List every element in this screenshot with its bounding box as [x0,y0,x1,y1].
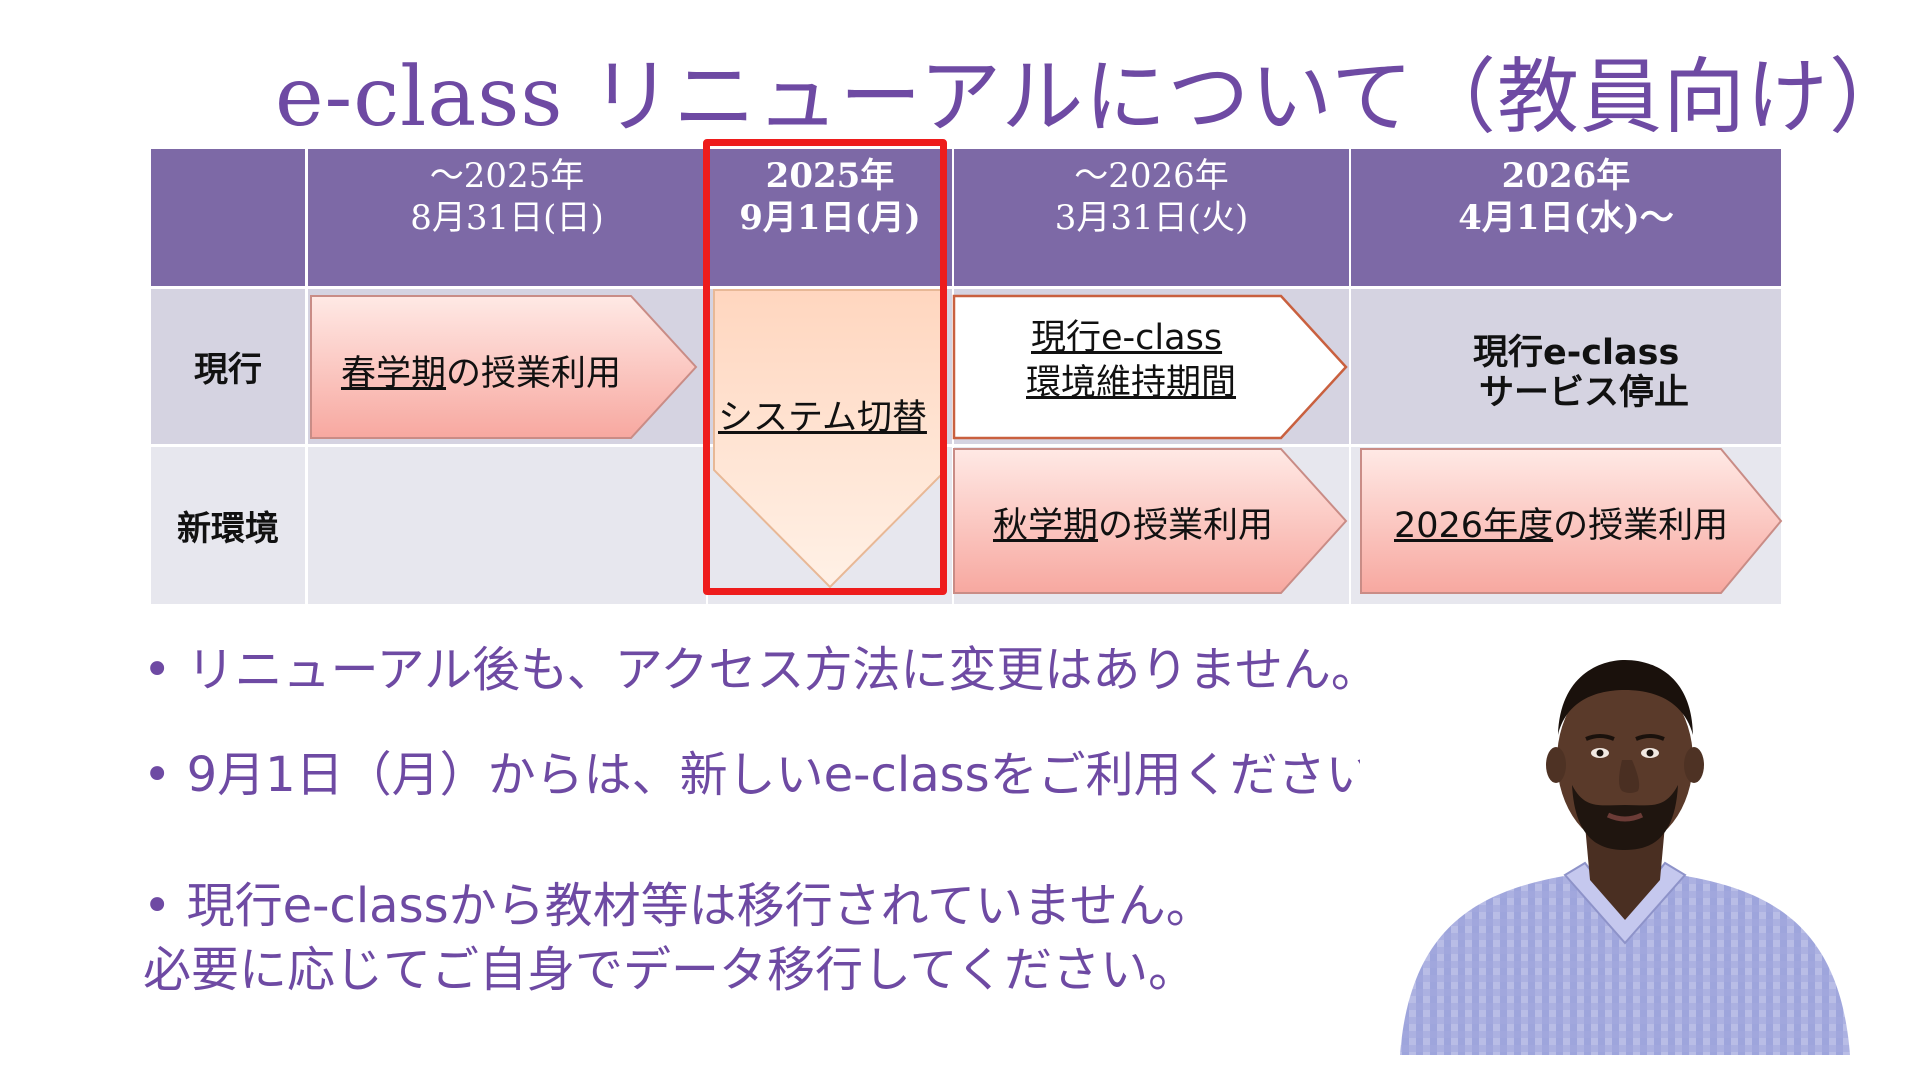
timeline-table: 〜2025年 8月31日(日) 2025年 9月1日(月) 〜2026年 3月3… [151,149,1783,604]
fy2026-arrow-label: 2026年度の授業利用 [1394,497,1728,548]
row1-cell [1351,289,1781,444]
fall-arrow-label: 秋学期の授業利用 [993,497,1273,548]
header-cell-until-mar31: 〜2026年 3月31日(火) [954,149,1349,286]
fall-arrow-shape [953,448,1348,594]
header-line: 9月1日(月) [739,198,921,238]
spring-arrow-label: 春学期の授業利用 [341,345,621,396]
switch-arrow-label: システム切替 [718,398,927,438]
bullet-item-continuation: 必要に応じてご自身でデータ移行してください。 [143,942,1197,998]
header-line: 3月31日(火) [1054,198,1249,238]
presenter-video [1360,625,1890,1055]
stop-label-2: サービス停止 [1479,373,1690,413]
header-cell-sep1: 2025年 9月1日(月) [708,149,952,286]
header-cell-until-aug31: 〜2025年 8月31日(日) [308,149,706,286]
header-line: 2025年 [765,156,895,196]
row-label-current: 現行 [151,289,305,444]
header-cell-empty [151,149,305,286]
highlight-box [703,139,947,595]
maintain-label-1: 現行e-class [1031,318,1223,358]
spring-term-text: 春学期 [341,354,447,394]
header-line: 8月31日(日) [410,198,604,238]
stop-label-1: 現行e-class [1473,333,1680,373]
slide-title: e-class リニューアルについて（教員向け） [275,50,1912,145]
switch-down-arrow-shape [713,289,947,589]
row2-cell [308,447,706,604]
bullet-item: • リニューアル後も、アクセス方法に変更はありません。 [143,642,1379,698]
fy2026-text: 2026年度 [1394,506,1554,546]
row-label-new: 新環境 [151,447,305,604]
maintain-label-2: 環境維持期間 [1026,363,1237,403]
bullet-item: • 9月1日（月）からは、新しいe-classをご利用ください。 [143,747,1422,803]
fall-rest-text: の授業利用 [1098,506,1274,546]
header-line: 4月1日(水)〜 [1458,198,1674,238]
spring-rest-text: の授業利用 [446,354,622,394]
fy2026-arrow-shape [1360,448,1783,594]
spring-arrow-shape [310,295,698,439]
header-line: 2026年 [1501,156,1631,196]
fy2026-rest-text: の授業利用 [1553,506,1729,546]
header-line: 〜2025年 [429,156,585,196]
maintain-arrow-shape [952,294,1348,440]
timeline-arrows [310,289,1783,594]
header-cell-from-apr1: 2026年 4月1日(水)〜 [1351,149,1781,286]
header-line: 〜2026年 [1074,156,1229,196]
fall-term-text: 秋学期 [993,506,1099,546]
bullet-item: • 現行e-classから教材等は移行されていません。 [143,878,1214,934]
